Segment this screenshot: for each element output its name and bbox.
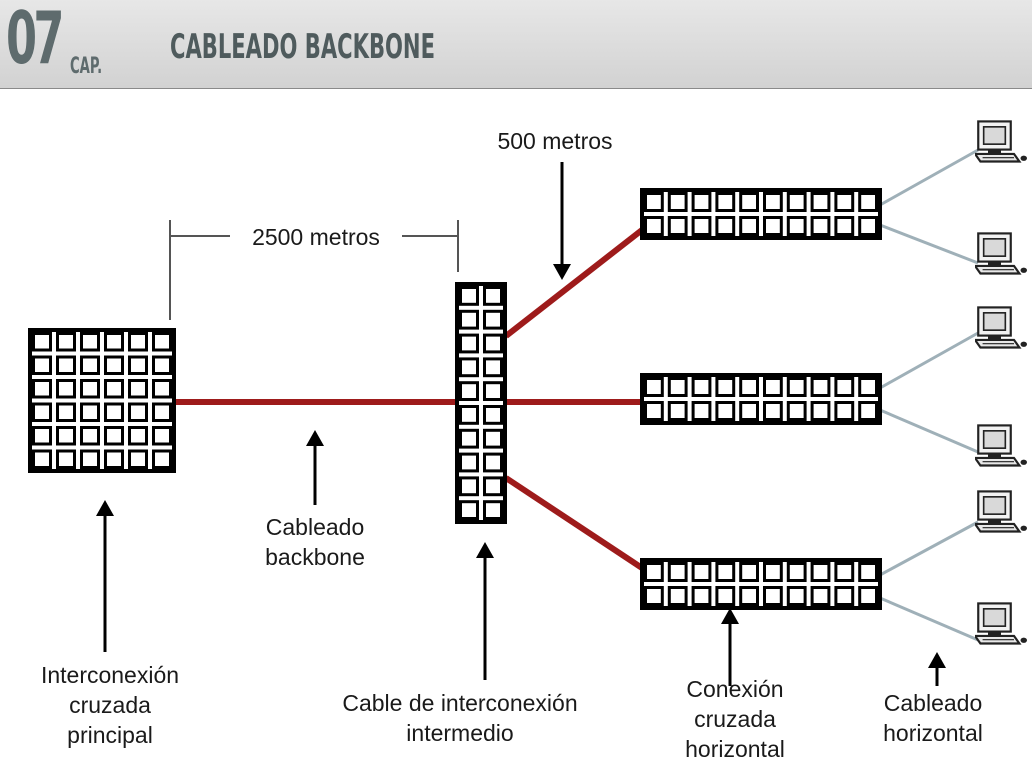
computer-icon xyxy=(975,602,1027,645)
chapter-title: CABLEADO BACKBONE xyxy=(170,27,435,67)
label-conexion-cruzada-horizontal: Conexión cruzada horizontal xyxy=(685,676,785,762)
computer-icon xyxy=(975,232,1027,275)
horizontal-crossconnect-panel-icon xyxy=(640,188,882,240)
arrow-up-main-crossconnect-icon xyxy=(96,500,114,652)
computer-icon xyxy=(975,424,1027,467)
horizontal-cable-2 xyxy=(879,223,979,265)
chapter-number: 07 xyxy=(6,0,64,80)
computer-icon xyxy=(975,490,1027,533)
computer-icon xyxy=(975,120,1027,163)
arrow-up-horizontal-crossconnect-icon xyxy=(721,608,739,686)
chapter-header: 07 CAP. CABLEADO BACKBONE xyxy=(0,0,1032,89)
arrow-down-500-metros-icon xyxy=(553,162,571,280)
horizontal-cable-4 xyxy=(879,408,979,454)
main-crossconnect-panel-icon xyxy=(28,328,176,473)
backbone-cables xyxy=(172,227,644,571)
horizontal-crossconnect-panel-icon xyxy=(640,373,882,425)
label-cableado-horizontal: Cableado horizontal xyxy=(883,690,983,746)
horizontal-cable-5 xyxy=(879,520,979,577)
horizontal-crossconnect-panel-icon xyxy=(640,558,882,610)
arrow-up-intermediate-icon xyxy=(476,542,494,680)
label-cableado-backbone: Cableado backbone xyxy=(265,514,365,570)
backbone-cable-top xyxy=(504,227,644,339)
label-2500-metros: 2500 metros xyxy=(230,222,402,252)
label-cable-interconexion-intermedio: Cable de interconexión intermedio xyxy=(342,690,578,746)
label-500-metros: 500 metros xyxy=(497,128,613,154)
horizontal-cables xyxy=(879,148,979,642)
arrow-up-horizontal-cabling-icon xyxy=(928,652,946,686)
computer-icon xyxy=(975,306,1027,349)
chapter-abbrev: CAP. xyxy=(70,54,103,79)
intermediate-crossconnect-panel-icon xyxy=(455,282,507,524)
horizontal-cable-1 xyxy=(879,148,979,207)
backbone-cable-bottom xyxy=(504,475,644,571)
label-interconexion-cruzada-principal: Interconexión cruzada principal xyxy=(40,662,180,748)
horizontal-cable-6 xyxy=(879,596,979,642)
arrow-up-backbone-cable-icon xyxy=(306,430,324,505)
horizontal-cable-3 xyxy=(879,331,979,390)
